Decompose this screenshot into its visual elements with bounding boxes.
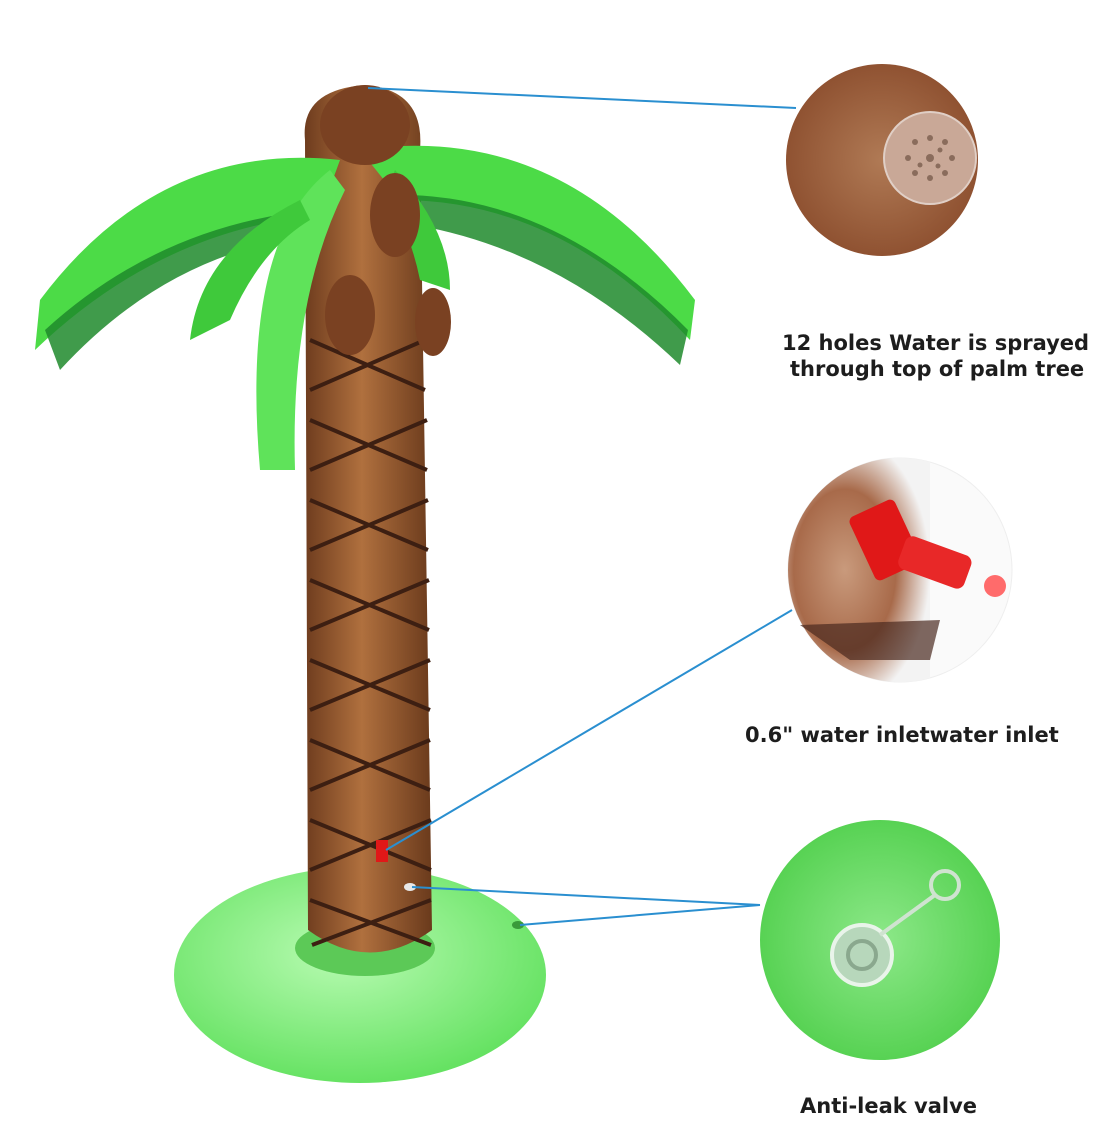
valve-marker-base: [512, 921, 524, 929]
valve-marker: [404, 883, 416, 891]
spray-caption-line2: through top of palm tree: [790, 357, 1085, 381]
palm-fronds: [35, 145, 695, 470]
spray-holes-caption: 12 holes Water is sprayed through top of…: [782, 330, 1089, 382]
leader-lines: [367, 87, 797, 926]
spray-caption-line1: 12 holes Water is sprayed: [782, 331, 1090, 355]
water-inlet-marker: [376, 840, 388, 862]
detail-anti-leak-valve: [760, 820, 1000, 1060]
detail-spray-holes: [786, 64, 978, 256]
anti-leak-valve-caption: Anti-leak valve: [800, 1094, 978, 1118]
detail-water-inlet: [787, 457, 1013, 683]
water-inlet-caption: 0.6" water inletwater inlet: [745, 723, 1059, 747]
coconuts: [320, 85, 451, 356]
